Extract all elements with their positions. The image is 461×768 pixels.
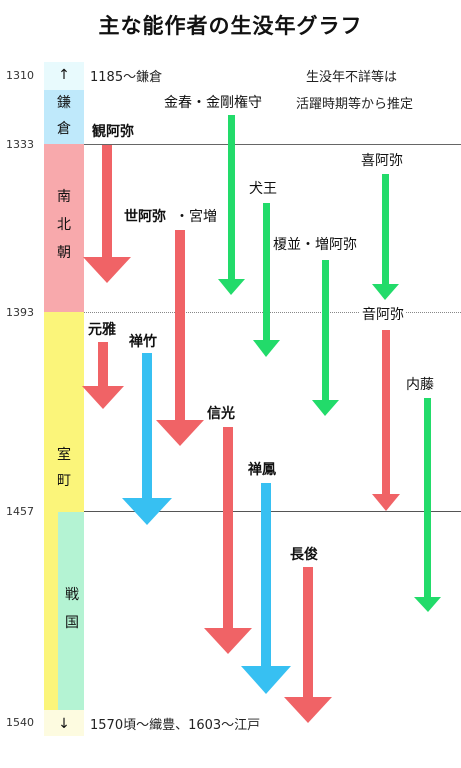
- era-kamakura-band: [44, 90, 84, 144]
- year-1540: 1540: [6, 716, 34, 729]
- author-inuo: 犬王: [249, 181, 277, 197]
- line-1333: [84, 144, 461, 145]
- era-nanbokucho-label-3: 朝: [57, 245, 71, 261]
- era-sengoku-label-2: 国: [65, 615, 79, 631]
- era-bottom-cap: [44, 710, 84, 736]
- era-nanbokucho-label-1: 南: [57, 189, 71, 205]
- arrow-nobumitsu: [204, 427, 252, 654]
- era-muromachi-label-2: 町: [57, 473, 71, 489]
- arrow-enami-zoami: [312, 260, 339, 416]
- arrow-motomasa: [82, 342, 124, 409]
- author-zenchiku: 禅竹: [129, 334, 157, 350]
- author-miyamasu: ・宮増: [175, 209, 217, 225]
- author-naito: 内藤: [406, 377, 434, 393]
- arrow-zenpo: [241, 483, 291, 694]
- era-top-cap: [44, 62, 84, 90]
- arrow-konparu-kongo: [218, 115, 245, 295]
- page-title: 主な能作者の生没年グラフ: [98, 14, 363, 38]
- year-1333: 1333: [6, 138, 34, 151]
- arrow-zeami: [156, 230, 204, 446]
- unknown-note-1: 生没年不詳等は: [306, 70, 398, 85]
- author-zenpo: 禅鳳: [248, 462, 276, 478]
- era-top-arrow: ↑: [58, 67, 70, 83]
- year-1310: 1310: [6, 69, 34, 82]
- author-zeami: 世阿弥: [124, 209, 166, 225]
- arrow-zenchiku: [122, 353, 172, 525]
- era-kamakura-label-2: 倉: [57, 121, 71, 137]
- line-1457: [84, 511, 461, 512]
- arrow-inuo: [253, 203, 280, 357]
- era-sengoku-band: [58, 512, 84, 710]
- author-kanami: 観阿弥: [92, 124, 134, 140]
- era-sengoku-label-1: 戦: [65, 587, 79, 603]
- arrow-onami: [372, 330, 400, 511]
- year-1457: 1457: [6, 505, 34, 518]
- arrow-kanami: [83, 145, 131, 283]
- author-enami-zoami: 榎並・増阿弥: [273, 237, 357, 253]
- unknown-note-2: 活躍時期等から推定: [296, 97, 414, 112]
- line-1393: [84, 312, 461, 313]
- era-kamakura-label-1: 鎌: [57, 95, 71, 111]
- year-1393: 1393: [6, 306, 34, 319]
- era-muromachi-label-1: 室: [57, 447, 71, 463]
- arrow-nagatoshi: [284, 567, 332, 723]
- author-motomasa: 元雅: [88, 322, 116, 338]
- era-nanbokucho-label-2: 北: [57, 217, 71, 233]
- kamakura-start-note: 1185～鎌倉: [90, 70, 163, 85]
- author-onami: 音阿弥: [360, 304, 406, 324]
- author-konparu-kongo: 金春・金剛権守: [164, 95, 262, 111]
- end-note: 1570頃～織豊、1603～江戸: [90, 718, 261, 733]
- author-nagatoshi: 長俊: [290, 547, 318, 563]
- arrow-naito: [414, 398, 441, 612]
- arrow-kiami: [372, 174, 399, 300]
- era-nanbokucho-band: [44, 144, 84, 312]
- era-bottom-arrow: ↓: [58, 716, 70, 732]
- author-nobumitsu: 信光: [207, 406, 235, 422]
- author-kiami: 喜阿弥: [361, 153, 403, 169]
